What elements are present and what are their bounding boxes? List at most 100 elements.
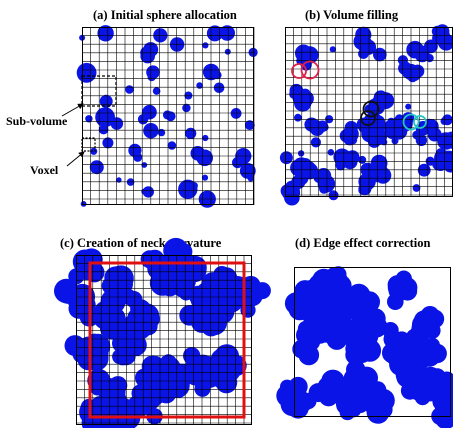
filled-blob — [424, 39, 438, 54]
voxel-grid-lines — [82, 27, 255, 205]
filled-region — [196, 307, 216, 327]
sphere — [98, 124, 109, 135]
filled-blob — [343, 132, 357, 146]
sphere — [142, 104, 157, 120]
sphere — [239, 163, 256, 179]
teal-highlight-circle — [413, 115, 427, 129]
filled-blob — [373, 47, 387, 62]
sphere — [202, 42, 209, 49]
panel-c-voxel-grid — [76, 255, 252, 425]
subvolume-label: Sub-volume — [6, 114, 68, 128]
filled-blob — [402, 69, 411, 78]
filled-blob — [279, 151, 293, 165]
sphere — [230, 108, 242, 119]
filled-blob — [412, 130, 422, 140]
filled-blob — [429, 132, 439, 142]
filled-region — [100, 289, 126, 314]
filled-blob — [391, 137, 399, 145]
sphere — [95, 107, 115, 128]
sphere — [97, 25, 114, 42]
red-highlight-circle — [291, 63, 307, 79]
filled-blob — [280, 184, 294, 198]
sphere — [182, 103, 191, 113]
panel-a-voxel-grid — [82, 27, 255, 205]
panel-b-title: (b) Volume filling — [305, 8, 399, 22]
sphere — [142, 186, 154, 198]
filled-blob — [320, 175, 333, 187]
filled-region — [319, 378, 340, 400]
sphere — [232, 157, 244, 169]
filled-region — [399, 334, 419, 354]
panel-d-filled-structure — [276, 266, 453, 428]
sphere — [147, 72, 156, 82]
filled-region — [128, 310, 150, 332]
filled-region — [112, 349, 128, 365]
filled-blob — [436, 148, 446, 158]
sphere — [247, 175, 254, 182]
filled-blob — [433, 157, 448, 171]
voxel-label: Voxel — [30, 163, 59, 177]
sphere — [116, 177, 122, 183]
panel-c-title: (c) Creation of neck curvature — [60, 236, 222, 250]
dark-highlight-circle — [362, 100, 380, 118]
filled-region — [355, 369, 374, 387]
panel-b-voxel-grid — [285, 27, 453, 197]
panel-c-red-frame — [88, 261, 246, 419]
filled-blob — [412, 184, 421, 192]
filled-region — [236, 277, 261, 303]
filled-region — [302, 304, 320, 322]
filled-region — [392, 280, 409, 298]
filled-blob — [295, 44, 312, 62]
filled-region — [438, 371, 453, 389]
filled-region — [434, 386, 453, 411]
voxel-grid-lines — [285, 27, 453, 197]
sphere — [185, 127, 197, 139]
filled-blob — [405, 103, 412, 110]
panel-d-edge-corrected — [276, 266, 453, 428]
filled-region — [414, 389, 431, 406]
filled-region — [276, 384, 300, 408]
filled-region — [125, 291, 143, 308]
filled-blob — [327, 149, 335, 156]
sphere — [141, 162, 148, 168]
filled-blob — [432, 27, 451, 45]
sphere — [162, 110, 172, 120]
sphere — [201, 174, 209, 181]
filled-region — [196, 359, 220, 383]
filled-blob — [369, 172, 379, 182]
sphere — [90, 147, 98, 155]
sphere — [202, 134, 209, 142]
filled-region — [107, 317, 126, 336]
filled-region — [362, 314, 386, 337]
filled-blob — [358, 182, 372, 196]
filled-region — [344, 400, 362, 418]
panel-a-title: (a) Initial sphere allocation — [93, 8, 237, 22]
sphere — [89, 160, 104, 175]
filled-region — [343, 383, 359, 400]
sphere — [190, 182, 198, 190]
filled-blob — [308, 120, 321, 134]
sphere — [219, 25, 235, 41]
filled-region — [284, 292, 308, 315]
red-highlight-circle — [300, 60, 320, 80]
sphere — [244, 120, 255, 130]
panel-d-title: (d) Edge effect correction — [295, 236, 431, 250]
filled-region — [366, 401, 390, 424]
filled-blob — [374, 119, 382, 127]
sphere — [99, 94, 113, 108]
filled-blob — [393, 116, 404, 127]
filled-blob — [294, 113, 302, 122]
filled-blob — [370, 154, 388, 172]
voxel-grid-lines — [76, 255, 252, 425]
filled-blob — [440, 136, 453, 149]
sphere — [196, 82, 203, 89]
sphere — [224, 48, 231, 55]
filled-blob — [358, 155, 367, 164]
filled-blob — [358, 48, 369, 59]
panel-a-initial-sphere-allocation — [76, 25, 258, 208]
teal-highlight-circle — [402, 113, 420, 131]
sphere — [152, 87, 161, 95]
filled-region — [334, 318, 349, 334]
sphere — [125, 85, 134, 94]
dark-highlight-circle — [360, 110, 376, 126]
